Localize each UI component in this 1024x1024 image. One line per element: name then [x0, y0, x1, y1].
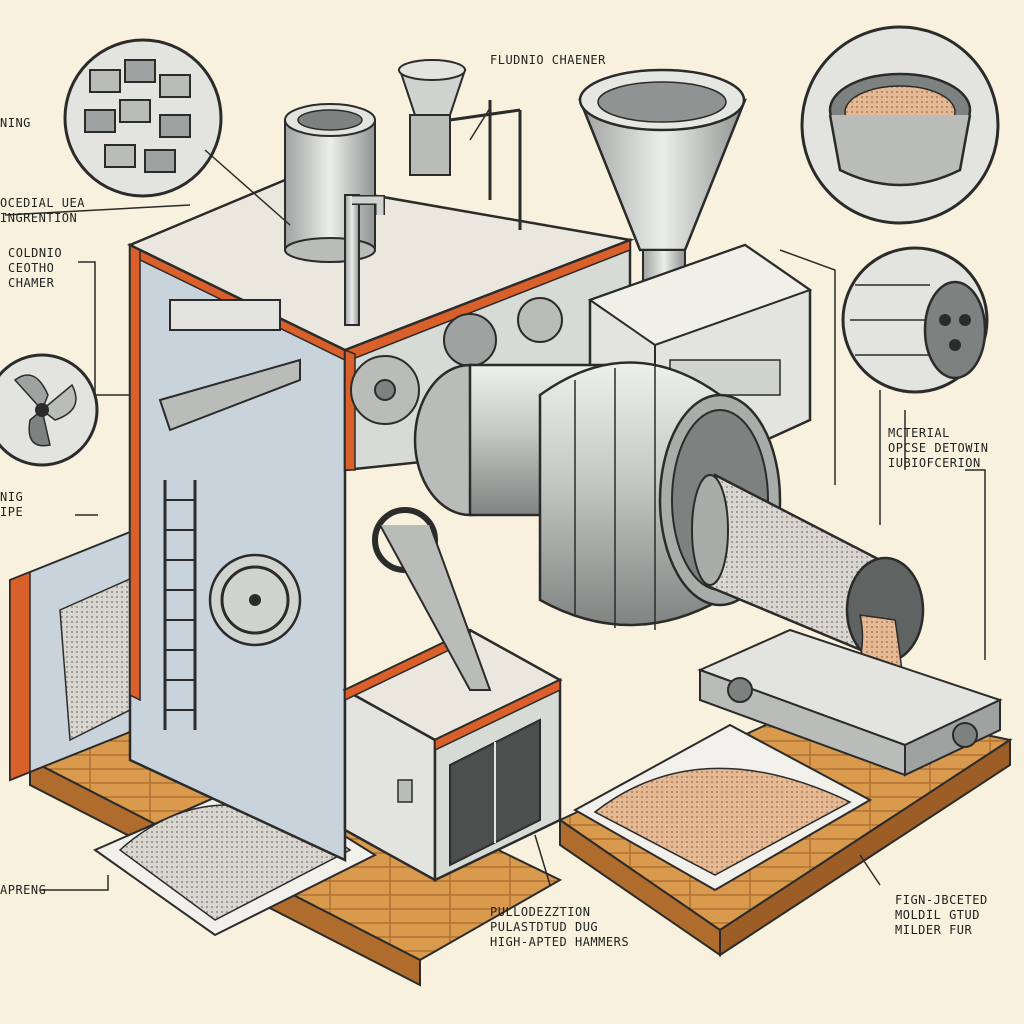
label-upper-left-2: OCEDIAL UEA INGRENTION — [0, 196, 85, 225]
label-top-chamber: FLUDNIO CHAENER — [490, 53, 606, 67]
label-bottom-left: APRENG — [0, 883, 47, 897]
label-bottom-right: FIGN-JBCETED MOLDIL GTUD MILDER FUR — [895, 893, 988, 937]
belt-drive — [208, 507, 492, 691]
label-bottom-middle: PULLODEZZTION PULASTDTUD DUG HIGH-APTED … — [490, 905, 630, 949]
inset-detail-rollers — [63, 38, 223, 198]
label-pipe-left: NIG IPE — [0, 490, 24, 519]
label-right-material: MCTERIAL OPCSE DETOWIN IUBIOFCERION — [888, 426, 989, 470]
left-wall — [9, 518, 161, 782]
leader-lines — [4, 107, 986, 891]
output-tray-tan — [572, 723, 873, 892]
inset-detail-rotor — [841, 246, 989, 394]
control-cabinet — [342, 628, 563, 883]
ladder — [163, 480, 197, 730]
label-upper-left-1: NING — [0, 116, 31, 130]
top-cylinder-tank — [284, 103, 385, 326]
inset-detail-bowl — [800, 25, 1000, 225]
small-top-hopper — [398, 59, 522, 230]
label-chamber-left: COLDNIO CEOTHO CHAMER — [8, 246, 63, 290]
conveyor-unit — [697, 628, 1003, 777]
inset-detail-fan — [0, 353, 99, 467]
